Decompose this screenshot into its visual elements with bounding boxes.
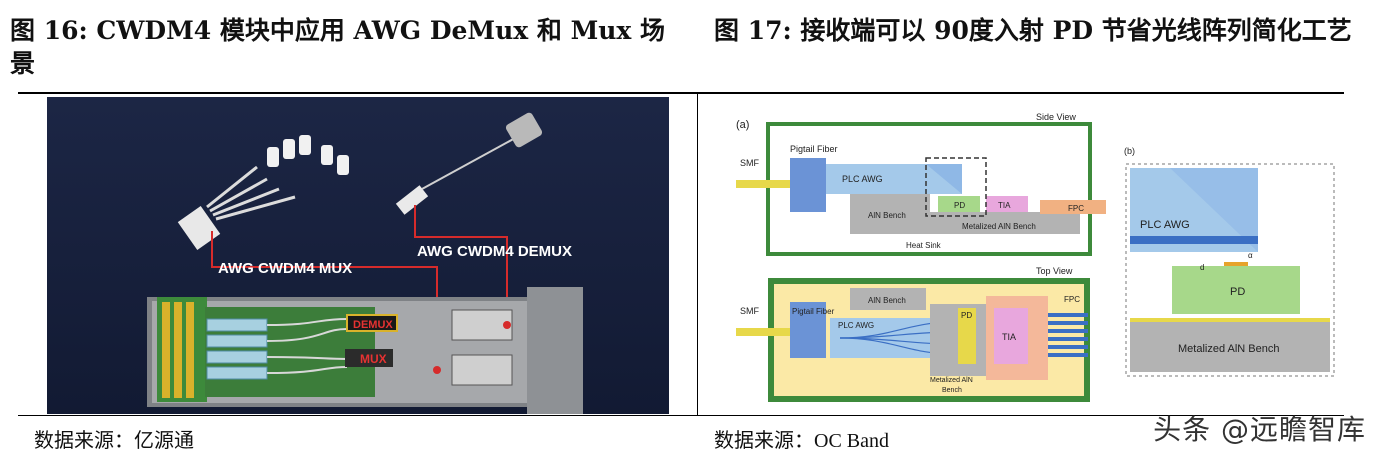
figure-16-caption: 图 16: CWDM4 模块中应用 AWG DeMux 和 Mux 场景 [10,16,666,78]
mux-fiber-assembly [177,135,349,250]
ain-bench-label-side: AlN Bench [868,211,906,220]
top-view-label: Top View [1036,266,1073,276]
tia-label-side: TIA [998,201,1011,210]
side-view-label: Side View [1036,112,1076,122]
top-rule [18,92,1344,94]
plc-awg-label-top: PLC AWG [838,321,874,330]
bottom-rule [18,415,1344,416]
pd-label-side: PD [954,201,965,210]
pd-label-top: PD [961,311,972,320]
pd-label-b: PD [1230,286,1245,298]
alpha-label: α [1248,251,1253,260]
smf-label-side: SMF [740,158,760,168]
awg-demux-label: AWG CWDM4 DEMUX [417,243,572,260]
smf-label-top: SMF [740,306,760,316]
plc-awg-label-b: PLC AWG [1140,219,1190,231]
pigtail-fiber-label-top: Pigtail Fiber [792,307,835,316]
plc-awg-label-side: PLC AWG [842,174,883,184]
fpc-label-top: FPC [1064,295,1080,304]
metalized-bench-label-b: Metalized AlN Bench [1178,343,1280,355]
demux-chip-label: DEMUX [353,319,393,331]
cwdm4-module-image: AWG CWDM4 MUX AWG CWDM4 DEMUX [47,97,669,414]
panel-a-label: (a) [736,119,749,131]
receiver-diagram: (a) Side View SMF Pigtail Fiber PLC AWG … [730,108,1358,410]
watermark: 头条 @远瞻智库 [1153,413,1366,446]
panel-b-label: (b) [1124,146,1135,156]
right-source-note: 数据来源：OC Band [714,430,889,452]
fpc-label-side: FPC [1068,204,1084,213]
figure-17-caption: 图 17: 接收端可以 90度入射 PD 节省光线阵列简化工艺 [714,16,1352,45]
awg-mux-label: AWG CWDM4 MUX [218,260,352,277]
bench-label-top: Bench [942,387,962,394]
left-source-note: 数据来源：亿源通 [34,430,194,452]
middle-divider [697,94,698,416]
mux-chip-label: MUX [360,352,387,366]
ain-bench-label-top: AlN Bench [868,296,906,305]
d-label: d [1200,263,1204,272]
heat-sink-label: Heat Sink [906,241,942,250]
metalized-ain-label-top: Metalized AlN [930,377,973,384]
tia-label-top: TIA [1002,332,1016,342]
pigtail-fiber-label-side: Pigtail Fiber [790,144,838,154]
demux-fiber-assembly [395,112,543,215]
metalized-bench-label-side: Metalized AlN Bench [962,222,1036,231]
